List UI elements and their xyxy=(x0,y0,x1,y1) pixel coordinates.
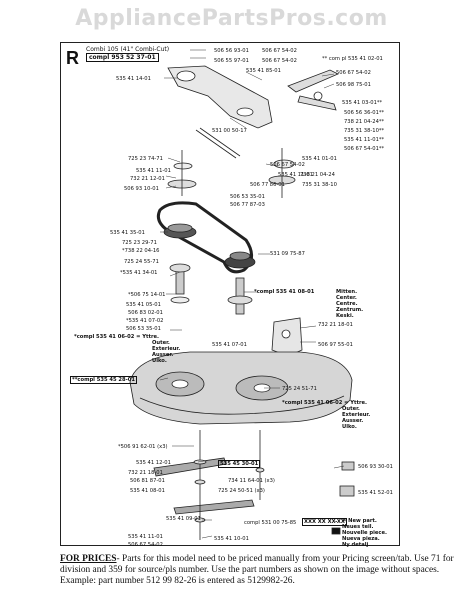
part-label: 506 93 10-01 xyxy=(124,186,159,192)
part-label: 725 23 74-71 xyxy=(128,156,163,162)
part-label-translations: Outer. Exterieur. Ausser. Ulko. xyxy=(152,340,181,364)
part-label: 506 83 02-01 xyxy=(128,310,163,316)
pricing-note: FOR PRICES- Parts for this model need to… xyxy=(60,554,455,587)
drive-belt xyxy=(156,201,253,274)
part-label: 535 41 85-01 xyxy=(246,68,281,74)
part-label: 725 23 29-71 xyxy=(122,240,157,246)
blade-lower xyxy=(173,499,255,515)
part-label: 732 21 18-01 xyxy=(128,470,163,476)
part-label: 535 41 11-01 xyxy=(278,172,313,178)
part-label: 725 24 51-71 xyxy=(282,386,317,392)
pricing-note-text: - Parts for this model need to be priced… xyxy=(60,554,454,586)
new-part-legend: = New part. Neues teil. Nouvelle piece. … xyxy=(342,518,387,548)
part-label: 535 41 08-01 xyxy=(130,488,165,494)
part-label: *535 41 34-01 xyxy=(120,270,158,276)
watermark: AppliancePartsPros.com xyxy=(75,6,388,31)
part-label: 506 77 87-03 xyxy=(230,202,265,208)
part-label: *compl 535 41 06-02 = Yttre. xyxy=(282,400,368,406)
part-label: 531 00 50-17 xyxy=(212,128,247,134)
part-label: 535 41 35-01 xyxy=(110,230,145,236)
part-label: 725 24 55-71 xyxy=(124,259,159,265)
part-label: 506 93 30-01 xyxy=(358,464,393,470)
part-label: *compl 535 41 06-02 = Yttre. xyxy=(74,334,160,340)
part-label: 506 53 35-01 xyxy=(230,194,265,200)
part-label: 506 98 75-01 xyxy=(336,82,371,88)
part-label: 725 24 50-51 (x3) xyxy=(218,488,265,494)
part-label: ** com pl 535 41 02-01 xyxy=(322,56,383,62)
part-label: 506 67 54-02 xyxy=(262,58,297,64)
part-label: 506 77 86-01 xyxy=(250,182,285,188)
part-label: *738 22 04-16 xyxy=(122,248,160,254)
part-label: 535 41 11-01 xyxy=(136,168,171,174)
part-label: 506 67 54-02 xyxy=(270,162,305,168)
part-label: *535 41 07-02 xyxy=(126,318,164,324)
part-label: **compl 535 45 28-01 xyxy=(70,376,138,384)
part-label: 506 67 54-02 xyxy=(128,542,163,548)
model-info: Combi 105 (41" Combi-Cut) compl 953 52 3… xyxy=(86,46,169,62)
part-label: 535 41 07-01 xyxy=(212,342,247,348)
part-label: 735 31 38-10** xyxy=(344,128,385,134)
part-label: 506 97 55-01 xyxy=(318,342,353,348)
part-label: 535 41 14-01 xyxy=(116,76,151,82)
part-label: 506 67 54-02 xyxy=(336,70,371,76)
part-label: 734 11 64-01 (x3) xyxy=(228,478,275,484)
part-label: 535 45 30-01 xyxy=(218,460,261,468)
part-label: compl 531 00 75-85 xyxy=(244,520,297,526)
part-label: 506 67 54-02 xyxy=(262,48,297,54)
part-label: 535 41 52-01 xyxy=(358,490,393,496)
part-label: 535 41 03-01** xyxy=(342,100,383,106)
part-label: 535 41 01-01 xyxy=(302,156,337,162)
part-label: 535 41 11-01** xyxy=(344,137,385,143)
new-part-legend-code: XXX XX XX-XX xyxy=(302,518,347,526)
model-name: Combi 105 (41" Combi-Cut) xyxy=(86,46,170,53)
part-label: 506 55 97-01 xyxy=(214,58,249,64)
part-label: *506 75 14-01 xyxy=(128,292,166,298)
part-label: 506 56 36-01** xyxy=(344,110,385,116)
arm-assembly-right xyxy=(287,69,339,93)
part-label: 531 09 75-87 xyxy=(270,251,305,257)
part-label: 535 41 05-01 xyxy=(126,302,161,308)
part-label: 732 21 12-01 xyxy=(130,176,165,182)
part-label: 506 67 54-01** xyxy=(344,146,385,152)
part-label: 732 21 18-01 xyxy=(318,322,353,328)
part-label: 535 41 11-01 xyxy=(128,534,163,540)
part-label: *506 91 62-01 (x3) xyxy=(118,444,168,450)
section-letter: R xyxy=(66,48,79,68)
part-label: 506 56 93-01 xyxy=(214,48,249,54)
part-label: *compl 535 41 08-01 xyxy=(254,289,315,295)
part-label-translations: Outer. Exterieur. Ausser. Ulko. xyxy=(342,406,371,430)
part-label: 735 31 38-10 xyxy=(302,182,337,188)
part-label: 535 41 12-01 xyxy=(136,460,171,466)
part-label-translations: Mitten. Center. Centre. Zentrum. Keski. xyxy=(336,289,364,319)
part-label: 535 41 10-01 xyxy=(214,536,249,542)
part-label: 738 21 04-24 xyxy=(300,172,335,178)
model-compl-number: compl 953 52 37-01 xyxy=(86,53,159,62)
part-label: 738 21 04-24** xyxy=(344,119,385,125)
pricing-note-heading: FOR PRICES xyxy=(60,554,117,564)
part-label: 535 41 09-01 xyxy=(166,516,201,522)
part-label: 506 81 87-01 xyxy=(130,478,165,484)
part-label: 506 53 35-01 xyxy=(126,326,161,332)
